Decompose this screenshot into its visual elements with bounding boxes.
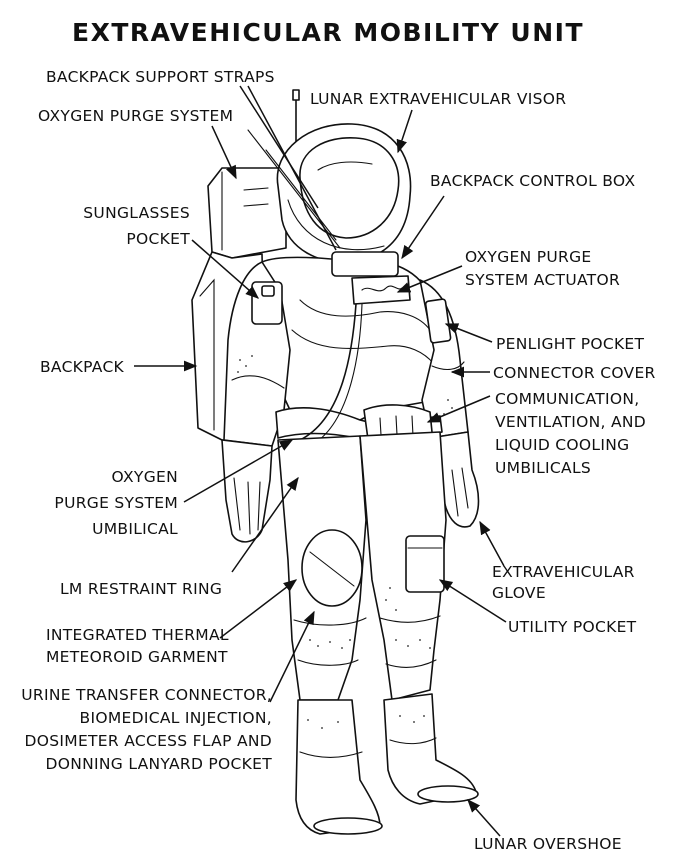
label-oxygen-purge-umbilical-line2: PURGE SYSTEM	[54, 494, 178, 512]
lunar-visor	[299, 137, 400, 239]
left-glove	[221, 439, 273, 543]
leader-lines	[134, 85, 507, 837]
backpack-control-box	[331, 251, 399, 277]
label-lm-restraint-ring: LM RESTRAINT RING	[60, 580, 222, 598]
utility-pocket	[405, 535, 445, 593]
label-oxygen-purge-actuator-line1: OXYGEN PURGE	[465, 248, 592, 266]
oxygen-purge-actuator	[351, 275, 411, 305]
label-urine-transfer-line3: DOSIMETER ACCESS FLAP AND	[25, 732, 272, 750]
label-lunar-extravehicular-visor: LUNAR EXTRAVEHICULAR VISOR	[310, 90, 566, 108]
label-oxygen-purge-umbilical-line3: UMBILICAL	[92, 520, 178, 538]
label-oxygen-purge-system: OXYGEN PURGE SYSTEM	[38, 107, 233, 125]
label-sunglasses-pocket-line2: POCKET	[126, 230, 190, 248]
label-backpack-support-straps: BACKPACK SUPPORT STRAPS	[46, 68, 275, 86]
label-oxygen-purge-umbilical-line1: OXYGEN	[112, 468, 179, 486]
label-penlight-pocket: PENLIGHT POCKET	[496, 335, 645, 353]
penlight-pocket	[424, 298, 452, 344]
right-leg	[359, 431, 447, 701]
label-umbilicals-line3: LIQUID COOLING	[495, 436, 629, 454]
label-oxygen-purge-actuator-line2: SYSTEM ACTUATOR	[465, 271, 620, 289]
fabric-texture	[237, 355, 453, 729]
label-umbilicals-line2: VENTILATION, AND	[495, 413, 646, 431]
spacesuit-illustration	[191, 89, 480, 835]
label-lunar-overshoe: LUNAR OVERSHOE	[474, 835, 622, 853]
labels: BACKPACK SUPPORT STRAPS LUNAR EXTRAVEHIC…	[21, 68, 655, 853]
diagram-title: EXTRAVEHICULAR MOBILITY UNIT	[72, 18, 584, 47]
integrated-thermal-patch	[301, 529, 363, 607]
label-extravehicular-glove-line2: GLOVE	[492, 584, 546, 602]
label-extravehicular-glove-line1: EXTRAVEHICULAR	[492, 563, 635, 581]
label-urine-transfer-line1: URINE TRANSFER CONNECTOR,	[21, 686, 272, 704]
label-utility-pocket: UTILITY POCKET	[508, 618, 637, 636]
label-connector-cover: CONNECTOR COVER	[493, 364, 656, 382]
label-backpack-control-box: BACKPACK CONTROL BOX	[430, 172, 635, 190]
antenna-tip	[292, 89, 300, 101]
label-urine-transfer-line4: DONNING LANYARD POCKET	[45, 755, 272, 773]
oxygen-purge-system-unit	[207, 167, 287, 259]
label-integrated-garment-line1: INTEGRATED THERMAL	[46, 626, 229, 644]
label-backpack: BACKPACK	[40, 358, 125, 376]
label-umbilicals-line4: UMBILICALS	[495, 459, 591, 477]
label-sunglasses-pocket-line1: SUNGLASSES	[83, 204, 190, 222]
label-integrated-garment-line2: METEOROID GARMENT	[46, 648, 228, 666]
label-umbilicals-line1: COMMUNICATION,	[495, 390, 639, 408]
label-urine-transfer-line2: BIOMEDICAL INJECTION,	[80, 709, 272, 727]
